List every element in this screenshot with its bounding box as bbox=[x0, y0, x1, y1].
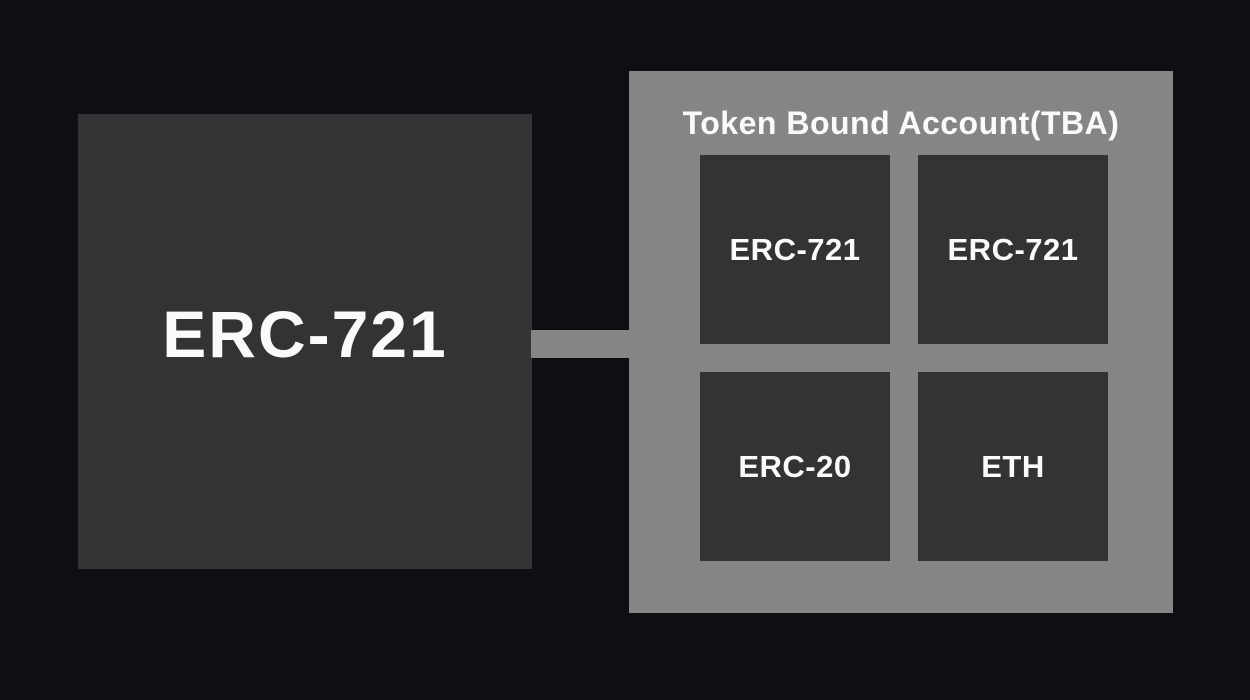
asset-box-erc721-b: ERC-721 bbox=[918, 155, 1108, 344]
asset-label-eth: ETH bbox=[981, 448, 1045, 484]
tba-asset-grid: ERC-721 ERC-721 ERC-20 ETH bbox=[700, 155, 1108, 561]
asset-box-erc20: ERC-20 bbox=[700, 372, 890, 561]
asset-box-eth: ETH bbox=[918, 372, 1108, 561]
asset-label-erc721-a: ERC-721 bbox=[729, 231, 861, 267]
asset-box-erc721-a: ERC-721 bbox=[700, 155, 890, 344]
asset-label-erc20: ERC-20 bbox=[738, 448, 852, 484]
tba-panel: Token Bound Account(TBA) ERC-721 ERC-721… bbox=[629, 71, 1173, 613]
erc721-token-label: ERC-721 bbox=[162, 296, 448, 371]
connector-line bbox=[531, 330, 630, 358]
tba-panel-title: Token Bound Account(TBA) bbox=[682, 105, 1120, 141]
asset-label-erc721-b: ERC-721 bbox=[947, 231, 1079, 267]
erc721-token-box: ERC-721 bbox=[78, 114, 532, 569]
